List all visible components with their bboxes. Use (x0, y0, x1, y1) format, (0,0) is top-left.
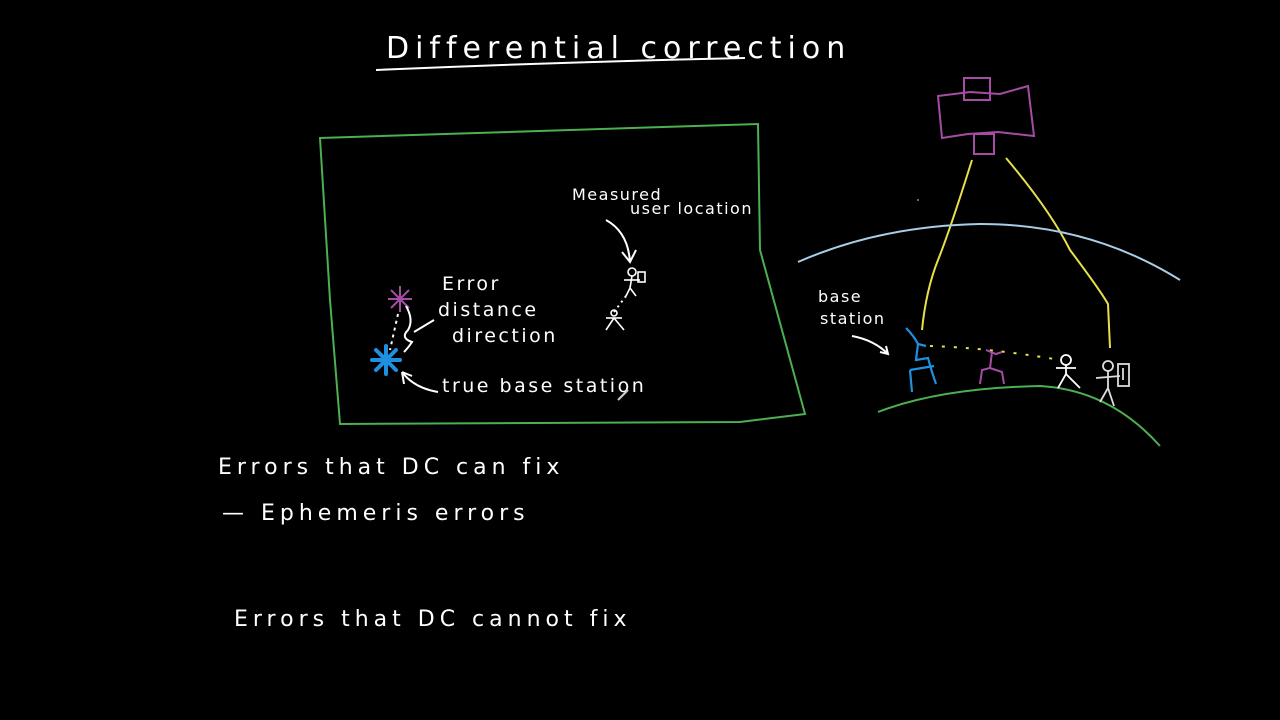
ground-curve (877, 384, 1161, 447)
signal-line-left (921, 159, 973, 331)
error-label-line3: direction (452, 325, 558, 347)
atmosphere-curve (797, 222, 1181, 281)
error-dotted-link (613, 295, 627, 313)
error-dashed-line (389, 313, 399, 351)
station-dotted-link (929, 345, 1061, 361)
surveyor-icon (979, 349, 1005, 385)
diagram-box: Measured user location Err (318, 122, 807, 426)
error-brace (403, 305, 414, 353)
measured-star-icon (605, 309, 625, 331)
satellite-icon (936, 77, 1036, 155)
measured-label-line2: user location (630, 199, 753, 218)
measured-user-icon (624, 267, 646, 297)
horizon-dot (917, 199, 919, 201)
title-group: Differential correction (375, 31, 851, 71)
measured-arrow (605, 219, 637, 264)
true-position-star-icon (370, 344, 402, 376)
error-position-star-icon (388, 286, 412, 312)
user-icon (1056, 354, 1081, 389)
measured-label-line1: Measured (572, 185, 662, 204)
error-label-line2: distance (438, 299, 539, 321)
title-underline (375, 57, 746, 71)
pen-cursor-icon (617, 389, 629, 401)
field-scene: base station (797, 77, 1181, 447)
base-station-icon (905, 327, 938, 393)
cannot-fix-heading: Errors that DC cannot fix (234, 607, 631, 632)
backpack-receiver-icon (1095, 360, 1130, 407)
error-pointer (413, 319, 435, 333)
box-frame (318, 122, 807, 426)
base-station-arrow (851, 335, 890, 356)
true-station-arrow (401, 371, 439, 393)
can-fix-item-1: — Ephemeris errors (222, 501, 530, 526)
true-station-label: true base station (442, 375, 646, 397)
page-title: Differential correction (386, 31, 851, 66)
base-station-label-line2: station (820, 309, 886, 328)
can-fix-heading: Errors that DC can fix (218, 455, 564, 480)
notes-section: Errors that DC can fix — Ephemeris error… (218, 455, 631, 632)
signal-line-right (1005, 157, 1111, 349)
error-label-line1: Error (442, 273, 501, 295)
base-station-label-line1: base (818, 287, 862, 306)
